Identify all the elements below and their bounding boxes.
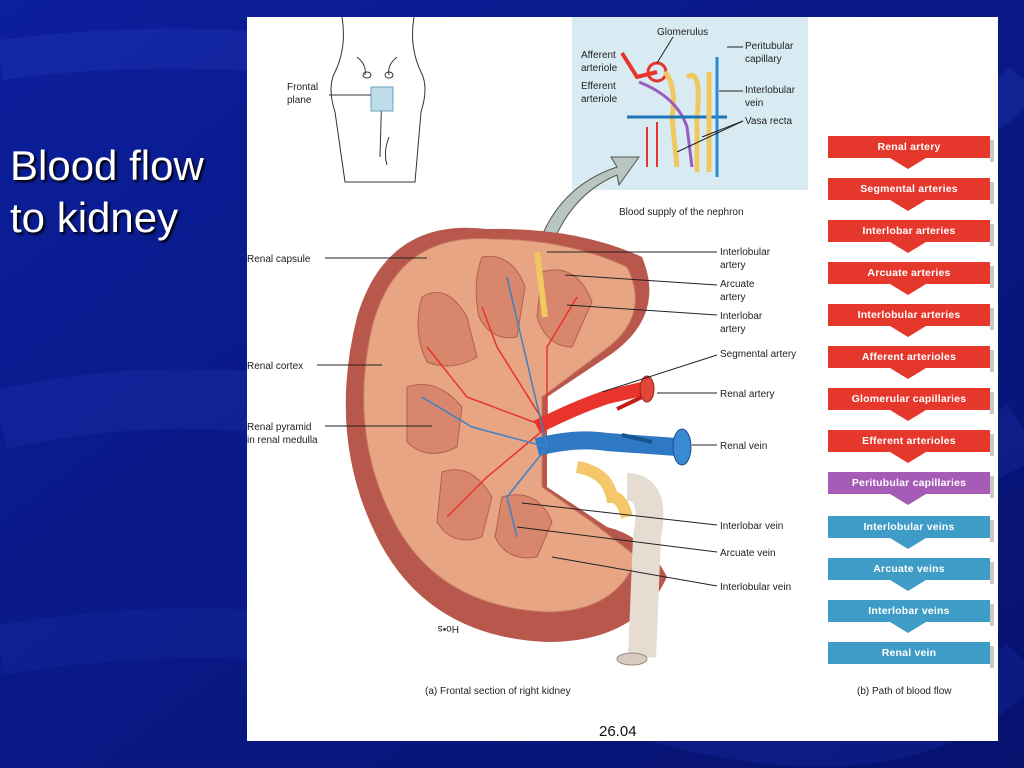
- flow-step-interlobular-arteries: Interlobular arteries: [828, 304, 994, 330]
- kidney-figure: Frontal plane Glomerulus Afferent arteri…: [247, 17, 952, 740]
- flow-step-renal-artery: Renal artery: [828, 136, 994, 162]
- label-efferent-1: Efferent: [581, 81, 616, 92]
- flow-arrow-5: [890, 326, 926, 337]
- slide-title-line-1: Blood flow: [10, 142, 204, 189]
- label-renal-artery: Renal artery: [720, 389, 774, 400]
- label-vasa-recta: Vasa recta: [745, 116, 792, 127]
- flow-step-interlobar-veins: Interlobar veins: [828, 600, 994, 626]
- frontal-plane-marker: [370, 86, 394, 112]
- flow-step-arcuate-arteries: Arcuate arteries: [828, 262, 994, 288]
- label-arcuate-artery-2: artery: [720, 292, 746, 303]
- label-peritubular-2: capillary: [745, 54, 782, 65]
- label-renal-vein: Renal vein: [720, 441, 767, 452]
- flow-step-interlobular-veins: Interlobular veins: [828, 516, 994, 542]
- nephron-caption: Blood supply of the nephron: [619, 207, 744, 218]
- label-interlobar-artery-1: Interlobar: [720, 311, 763, 322]
- slide-title: Blood flow to kidney: [10, 140, 240, 244]
- flow-arrow-6: [890, 368, 926, 379]
- flow-arrow-3: [890, 242, 926, 253]
- label-renal-pyramid-2: in renal medulla: [247, 435, 318, 446]
- flow-arrow-10: [890, 538, 926, 549]
- flow-arrow-12: [890, 622, 926, 633]
- torso-sketch: [330, 17, 426, 183]
- flow-step-glomerular-capillaries: Glomerular capillaries: [828, 388, 994, 414]
- label-segmental-artery: Segmental artery: [720, 349, 796, 360]
- label-interlobular-vein: Interlobular vein: [720, 582, 791, 593]
- label-renal-cortex: Renal cortex: [247, 361, 303, 372]
- flow-step-renal-vein: Renal vein: [828, 642, 994, 668]
- flow-arrow-2: [890, 200, 926, 211]
- label-interlobar-vein: Interlobar vein: [720, 521, 783, 532]
- flow-step-interlobar-arteries: Interlobar arteries: [828, 220, 994, 246]
- flow-arrow-9: [890, 494, 926, 505]
- nephron-drawing: [620, 51, 727, 177]
- artist-signature: Ho•s: [438, 623, 459, 634]
- label-interlobular-artery-2: artery: [720, 260, 746, 271]
- label-frontal-plane-1: Frontal: [287, 82, 318, 93]
- caption-a: (a) Frontal section of right kidney: [425, 686, 571, 697]
- slide-title-line-2: to kidney: [10, 194, 179, 241]
- label-arcuate-artery-1: Arcuate: [720, 279, 755, 290]
- label-interlobar-artery-2: artery: [720, 324, 746, 335]
- figure-number: 26.04: [599, 723, 637, 740]
- label-peritubular-1: Peritubular: [745, 41, 794, 52]
- label-nephron-interlobular-vein-1: Interlobular: [745, 85, 796, 96]
- flow-arrow-8: [890, 452, 926, 463]
- flow-arrow-11: [890, 580, 926, 591]
- label-efferent-2: arteriole: [581, 94, 618, 105]
- flow-step-afferent-arterioles: Afferent arterioles: [828, 346, 994, 372]
- label-glomerulus: Glomerulus: [657, 27, 708, 38]
- flow-step-efferent-arterioles: Efferent arterioles: [828, 430, 994, 456]
- caption-b: (b) Path of blood flow: [857, 686, 952, 697]
- label-arcuate-vein: Arcuate vein: [720, 548, 776, 559]
- figure-panel: Frontal plane Glomerulus Afferent arteri…: [247, 17, 998, 741]
- label-renal-capsule: Renal capsule: [247, 254, 311, 265]
- flow-step-segmental-arteries: Segmental arteries: [828, 178, 994, 204]
- flow-arrow-4: [890, 284, 926, 295]
- flow-step-peritubular-capillaries: Peritubular capillaries: [828, 472, 994, 498]
- flow-step-arcuate-veins: Arcuate veins: [828, 558, 994, 584]
- label-afferent-2: arteriole: [581, 63, 618, 74]
- label-interlobular-artery-1: Interlobular: [720, 247, 771, 258]
- label-renal-pyramid-1: Renal pyramid: [247, 422, 311, 433]
- label-afferent-1: Afferent: [581, 50, 616, 61]
- label-frontal-plane-2: plane: [287, 95, 312, 106]
- flow-arrow-7: [890, 410, 926, 421]
- kidney-cross-section: [345, 227, 692, 666]
- flow-arrow-1: [890, 158, 926, 169]
- label-nephron-interlobular-vein-2: vein: [745, 98, 763, 109]
